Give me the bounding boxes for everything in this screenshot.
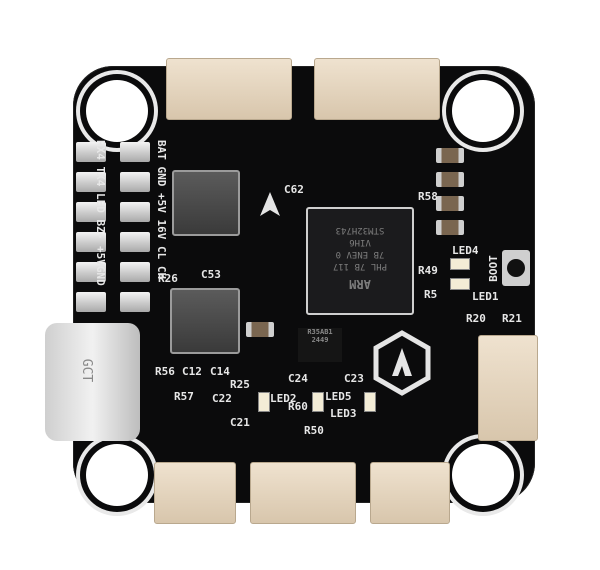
pad [76, 232, 106, 252]
sensor-chip: R35AB1 2449 [298, 328, 342, 362]
label: LED3 [330, 407, 357, 420]
mounting-hole-bottom-right [452, 444, 514, 506]
label: C53 [201, 268, 221, 281]
label: LED5 [325, 390, 352, 403]
label: C22 [212, 392, 232, 405]
pad-labels-right: BAT GND +5V 16V CL CH [155, 140, 168, 280]
label: R57 [174, 390, 194, 403]
capacitor [436, 196, 464, 211]
pad [120, 292, 150, 312]
pad [120, 202, 150, 222]
label: C12 [182, 365, 202, 378]
pad [76, 292, 106, 312]
connector-top-right [314, 58, 440, 120]
label: R26 [158, 272, 178, 285]
pad [120, 232, 150, 252]
pad [76, 202, 106, 222]
inductor [172, 170, 240, 236]
led5 [312, 392, 324, 412]
connector-bottom-right [370, 462, 450, 524]
capacitor [436, 220, 464, 235]
label: C24 [288, 372, 308, 385]
capacitor [246, 322, 274, 337]
connector-top-left [166, 58, 292, 120]
inductor [170, 288, 240, 354]
label: LED2 [270, 392, 297, 405]
led2 [258, 392, 270, 412]
capacitor [436, 172, 464, 187]
label: C23 [344, 372, 364, 385]
led3 [364, 392, 376, 412]
label: R49 [418, 264, 438, 277]
pad [120, 172, 150, 192]
logo-icon [373, 330, 431, 396]
connector-bottom-middle [250, 462, 356, 524]
label: LED4 [452, 244, 479, 257]
mounting-hole-top-right [452, 80, 514, 142]
label: R58 [418, 190, 438, 203]
label: R25 [230, 378, 250, 391]
led1 [450, 278, 470, 290]
pad [76, 142, 106, 162]
capacitor [436, 148, 464, 163]
label: R20 [466, 312, 486, 325]
label: C62 [284, 183, 304, 196]
label: R21 [502, 312, 522, 325]
label: R5 [424, 288, 438, 301]
mcu-chip: ARM PHL 7B 117 7B ENEV 0 VIH6 STM32H743 [306, 207, 414, 315]
mounting-hole-top-left [86, 80, 148, 142]
boot-button [502, 250, 530, 286]
label: R56 [155, 365, 175, 378]
pad [120, 262, 150, 282]
label: C21 [230, 416, 250, 429]
label: R60 [288, 400, 308, 413]
label: C14 [210, 365, 230, 378]
label: R50 [304, 424, 324, 437]
connector-bottom-left [154, 462, 236, 524]
label: BOOT [486, 255, 500, 282]
mounting-hole-bottom-left [86, 444, 148, 506]
pad [120, 142, 150, 162]
usb-c-port: GCT [45, 323, 140, 441]
pad-labels-left: RX4 TX4 LED BZ- +5VGND [94, 140, 107, 286]
label: LED1 [472, 290, 499, 303]
connector-right [478, 335, 538, 441]
led4 [450, 258, 470, 270]
pad [76, 262, 106, 282]
pad [76, 172, 106, 192]
arrow-icon [260, 192, 280, 216]
